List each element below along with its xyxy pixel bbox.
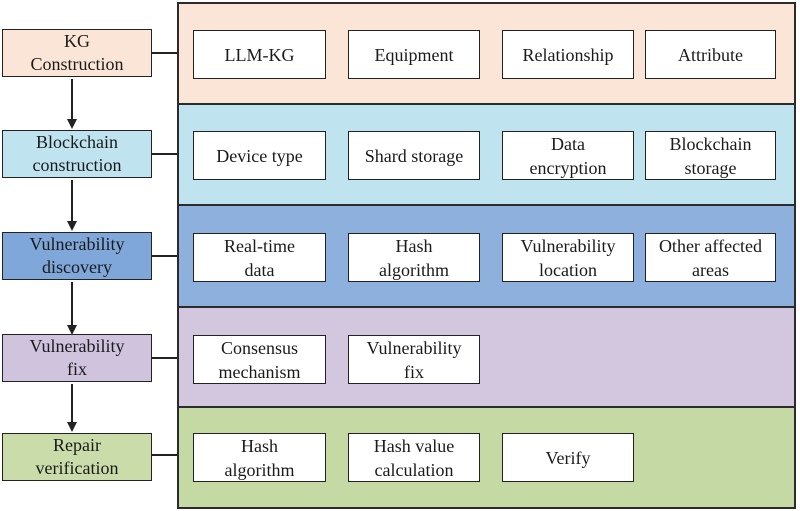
item-verify: Verify: [502, 433, 634, 482]
item-other-affected-areas: Other affected areas: [645, 233, 776, 282]
stage-kg-construction: KG Construction: [2, 29, 152, 77]
item-equipment: Equipment: [348, 30, 480, 79]
item-vulnerability-fix: Vulnerability fix: [348, 335, 480, 384]
item-vulnerability-location: Vulnerability location: [502, 233, 634, 282]
item-blockchain-storage: Blockchain storage: [645, 131, 776, 180]
item-hash-algorithm-verify: Hash algorithm: [193, 433, 326, 482]
item-hash-value-calculation: Hash value calculation: [348, 433, 480, 482]
stage-vulnerability-discovery: Vulnerability discovery: [2, 232, 152, 280]
item-consensus-mechanism: Consensus mechanism: [193, 335, 326, 384]
item-real-time-data: Real-time data: [193, 233, 326, 282]
stage-repair-verification: Repair verification: [2, 433, 152, 481]
stage-blockchain-construction: Blockchain construction: [2, 130, 152, 178]
item-hash-algorithm: Hash algorithm: [348, 233, 480, 282]
item-data-encryption: Data encryption: [502, 131, 634, 180]
item-attribute: Attribute: [645, 30, 776, 79]
stage-vulnerability-fix: Vulnerability fix: [2, 334, 152, 382]
item-relationship: Relationship: [502, 30, 634, 79]
item-shard-storage: Shard storage: [348, 131, 480, 180]
item-device-type: Device type: [193, 131, 326, 180]
item-llm-kg: LLM-KG: [193, 30, 326, 79]
